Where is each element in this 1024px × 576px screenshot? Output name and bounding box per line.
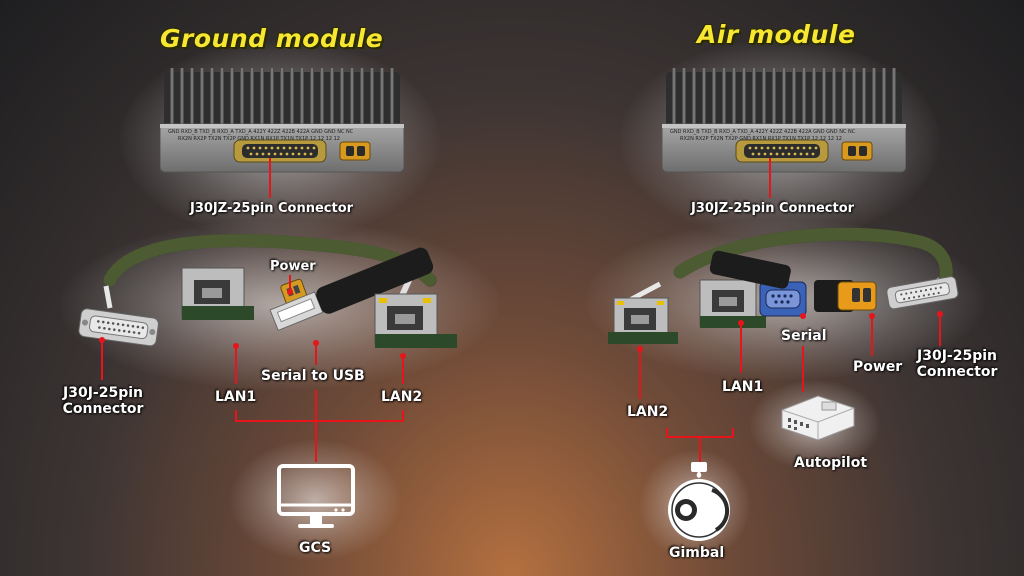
air-power-leader xyxy=(871,316,873,356)
ground-cable-harness xyxy=(78,234,457,348)
ground-module-title: Ground module xyxy=(160,24,384,53)
ground-bracket-bar xyxy=(235,420,404,422)
ground-lan2-leader xyxy=(402,356,404,384)
autopilot-label: Autopilot xyxy=(794,455,868,471)
air-panel-pinout-row2: RX2N RX2P TX2N TX2P GND RX1N RX1P TX1N T… xyxy=(680,136,842,142)
air-j30j-label-line2: Connector xyxy=(916,364,998,380)
air-panel-connector-label: J30JZ-25pin Connector xyxy=(691,201,855,216)
air-module-title: Air module xyxy=(697,20,856,49)
air-power-label: Power xyxy=(853,359,903,375)
ground-usb-leader xyxy=(315,343,317,365)
monitor-icon xyxy=(277,464,355,528)
air-lan1-label: LAN1 xyxy=(722,379,764,395)
ground-module-unit xyxy=(160,68,404,173)
air-lan1-leader xyxy=(740,323,742,373)
ground-power-label: Power xyxy=(270,259,316,274)
gcs-label: GCS xyxy=(299,540,332,556)
ground-bracket-left xyxy=(235,410,237,422)
air-serial-leader xyxy=(802,346,804,392)
air-bracket-left xyxy=(666,428,668,438)
air-lan2-leader xyxy=(639,349,641,399)
ground-j30j-label-line1: J30J-25pin xyxy=(63,385,143,401)
air-module-unit xyxy=(662,68,906,173)
air-lan2-label: LAN2 xyxy=(627,404,669,420)
air-gimbal-trunk xyxy=(699,436,701,462)
ground-panel-connector-label: J30JZ-25pin Connector xyxy=(190,201,354,216)
gimbal-label: Gimbal xyxy=(669,545,725,561)
ground-j30j-leader xyxy=(101,340,103,380)
air-j30j-leader xyxy=(939,314,941,346)
ground-panel-connector-leader xyxy=(269,158,271,198)
air-serial-label: Serial xyxy=(781,328,827,344)
autopilot-icon xyxy=(781,395,855,441)
ground-lan2-label: LAN2 xyxy=(381,389,423,405)
ground-serial-usb-label: Serial to USB xyxy=(261,368,365,384)
ground-gcs-trunk xyxy=(315,390,317,462)
ground-j30j-label-line2: Connector xyxy=(62,401,144,417)
ground-lan1-label: LAN1 xyxy=(215,389,257,405)
air-cable-harness xyxy=(608,227,959,344)
air-panel-connector-leader xyxy=(769,158,771,198)
air-panel-pinout-row1: GND RXD_B TXD_B RXD_A TXD_A 422Y 422Z 42… xyxy=(670,129,856,135)
air-bracket-right xyxy=(732,428,734,438)
ground-panel-pinout-row2: RX2N RX2P TX2N TX2P GND RX1N RX1P TX1N T… xyxy=(178,136,340,142)
air-j30j-label-line1: J30J-25pin xyxy=(917,348,997,364)
ground-power-leader xyxy=(289,275,291,293)
ground-power-dot xyxy=(287,289,293,295)
air-serial-dot xyxy=(800,313,806,319)
gimbal-icon xyxy=(668,462,730,541)
ground-panel-pinout-row1: GND RXD_B TXD_B RXD_A TXD_A 422Y 422Z 42… xyxy=(168,129,354,135)
ground-lan1-leader xyxy=(235,346,237,384)
ground-bracket-right xyxy=(402,410,404,422)
